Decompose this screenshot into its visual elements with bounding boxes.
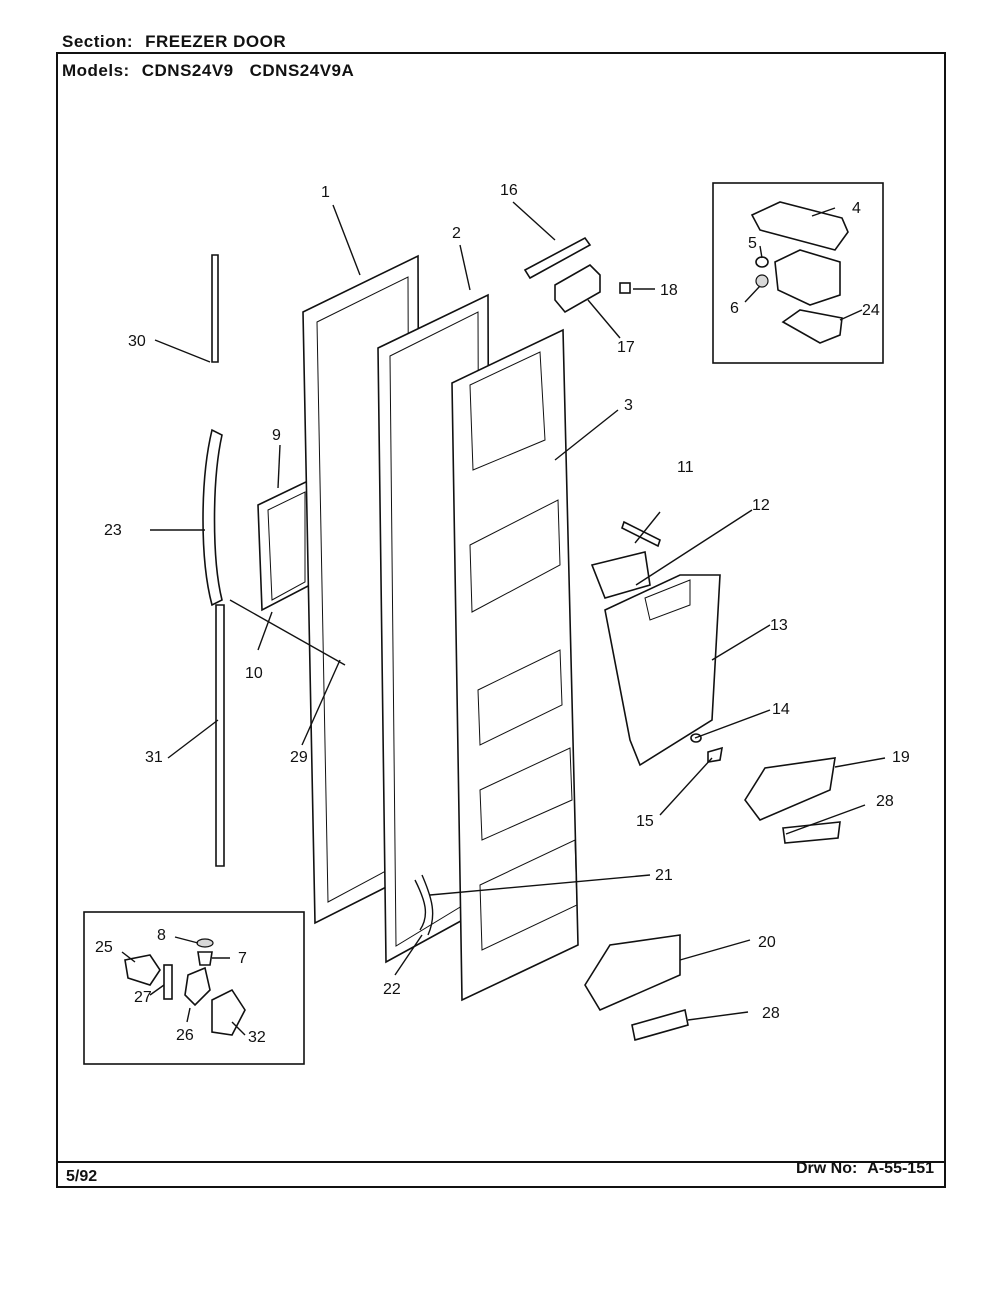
callout-label: 28 bbox=[762, 1005, 780, 1022]
bottom-hinge-part bbox=[124, 954, 161, 986]
callout-label: 18 bbox=[660, 282, 678, 299]
callout-label: 16 bbox=[500, 182, 518, 199]
funnel-trim-part bbox=[621, 520, 661, 548]
callout-label: 7 bbox=[238, 950, 247, 967]
callout-label: 28 bbox=[876, 793, 894, 810]
hinge-bracket-part bbox=[523, 236, 592, 280]
dispenser-housing-part bbox=[604, 574, 721, 767]
callout-label: 15 bbox=[636, 813, 654, 830]
hinge-block-part bbox=[554, 264, 601, 314]
cam-part bbox=[211, 988, 246, 1036]
callout-label: 3 bbox=[624, 397, 633, 414]
top-hinge-part bbox=[774, 249, 841, 306]
washer-part bbox=[196, 938, 214, 948]
drawing-number-block: Drw No: A-55-151 bbox=[796, 1160, 934, 1178]
section-label: Section: bbox=[62, 32, 134, 51]
top-hinge-inset bbox=[712, 182, 884, 364]
callout-label: 17 bbox=[617, 339, 635, 356]
chute-part bbox=[590, 551, 651, 599]
callout-label: 24 bbox=[862, 302, 880, 319]
callout-label: 9 bbox=[272, 427, 281, 444]
callout-label: 4 bbox=[852, 200, 861, 217]
model-number: CDNS24V9A bbox=[249, 61, 355, 80]
hinge-cover-part bbox=[750, 201, 849, 251]
drawing-number: A-55-151 bbox=[867, 1160, 934, 1177]
door-liner-part bbox=[451, 328, 579, 1002]
callout-label: 14 bbox=[772, 701, 790, 718]
drawing-number-label: Drw No: bbox=[795, 1160, 858, 1177]
callout-label: 27 bbox=[134, 989, 152, 1006]
door-shelf-part bbox=[744, 757, 836, 821]
hinge-pin-part bbox=[755, 256, 769, 268]
footer-rule bbox=[56, 1161, 946, 1163]
dispenser-panel-part bbox=[257, 478, 311, 612]
bottom-hinge-inset bbox=[83, 911, 305, 1065]
callout-label: 22 bbox=[383, 981, 401, 998]
callout-label: 5 bbox=[748, 235, 757, 252]
screw-part bbox=[619, 282, 631, 294]
callout-label: 6 bbox=[730, 300, 739, 317]
handle-part bbox=[202, 428, 223, 607]
revision-date: 5/92 bbox=[66, 1168, 98, 1185]
door-bin-part bbox=[584, 934, 681, 1012]
callout-label: 12 bbox=[752, 497, 770, 514]
callout-label: 1 bbox=[321, 184, 330, 201]
callout-label: 25 bbox=[95, 939, 113, 956]
trim-strip-upper-part bbox=[211, 254, 219, 363]
washer-part bbox=[755, 274, 769, 288]
callout-label: 8 bbox=[157, 927, 166, 944]
hinge-shim-part bbox=[781, 309, 843, 344]
callout-label: 20 bbox=[758, 934, 776, 951]
shim-part bbox=[163, 964, 173, 1000]
door-closer-part bbox=[184, 966, 211, 1007]
models-header: Models: CDNS24V9 CDNS24V9A bbox=[62, 61, 370, 81]
callout-label: 19 bbox=[892, 749, 910, 766]
model-number: CDNS24V9 bbox=[141, 61, 234, 80]
callout-label: 32 bbox=[248, 1029, 266, 1046]
callout-label: 23 bbox=[104, 522, 122, 539]
callout-label: 31 bbox=[145, 749, 163, 766]
shelf-label-part bbox=[782, 821, 841, 844]
callout-label: 13 bbox=[770, 617, 788, 634]
callout-label: 2 bbox=[452, 225, 461, 242]
section-header: Section: FREEZER DOOR bbox=[62, 32, 286, 52]
callout-label: 11 bbox=[677, 459, 694, 476]
callout-label: 29 bbox=[290, 749, 308, 766]
bin-label-part bbox=[631, 1008, 689, 1042]
callout-label: 10 bbox=[245, 665, 263, 682]
models-label: Models: bbox=[62, 61, 130, 80]
section-value: FREEZER DOOR bbox=[145, 32, 287, 51]
bushing-part bbox=[197, 951, 213, 966]
callout-label: 21 bbox=[655, 867, 673, 884]
callout-label: 26 bbox=[176, 1027, 194, 1044]
callout-label: 30 bbox=[128, 333, 146, 350]
trim-strip-lower-part bbox=[215, 604, 225, 867]
drawing-frame bbox=[56, 52, 946, 1188]
